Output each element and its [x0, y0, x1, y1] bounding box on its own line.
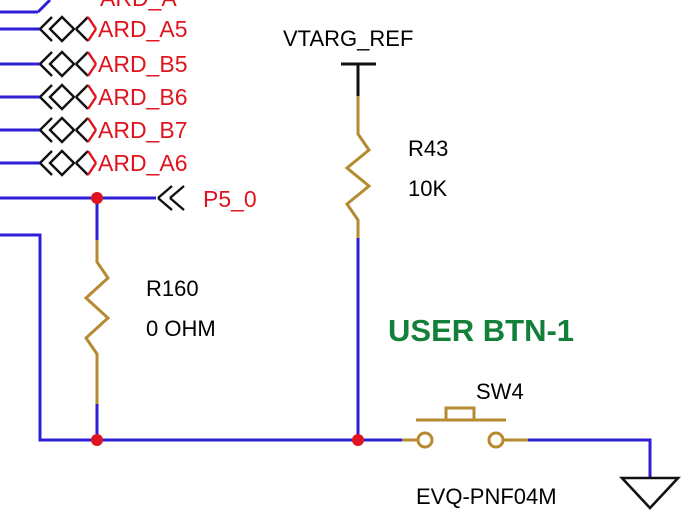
switch-contact-left — [416, 431, 434, 449]
net-label-ard-b5: ARD_B5 — [98, 51, 187, 77]
net-label-cut: ARD_A — [100, 0, 177, 11]
net-port-ard-b7 — [0, 116, 97, 144]
net-label-p5-0: P5_0 — [203, 186, 257, 212]
net-label-ard-a5: ARD_A5 — [98, 16, 187, 42]
junction-dot — [91, 434, 103, 446]
net-label-ard-a6: ARD_A6 — [98, 150, 187, 176]
wire — [36, 0, 52, 14]
net-label-ard-b7: ARD_B7 — [98, 117, 187, 143]
r160-value: 0 OHM — [146, 316, 216, 341]
vtarg-ref-label: VTARG_REF — [283, 26, 413, 51]
junction-dot — [352, 434, 364, 446]
resistor-r43 — [344, 118, 372, 238]
sw4-part-number: EVQ-PNF04M — [416, 484, 557, 509]
net-port-ard-a6 — [0, 149, 97, 177]
junction-dot — [91, 192, 103, 204]
net-port-group — [0, 0, 97, 177]
wire-to-ground — [528, 438, 652, 478]
circuit-title: USER BTN-1 — [388, 313, 574, 348]
net-port-ard-b5 — [0, 50, 97, 78]
switch-contact-right — [487, 431, 505, 449]
port-p5-0 — [157, 185, 185, 211]
sw4-ref: SW4 — [476, 379, 524, 404]
ground-icon — [619, 476, 681, 510]
wire-left-bottom — [0, 233, 418, 442]
resistor-r160 — [83, 240, 111, 376]
r43-ref: R43 — [408, 136, 448, 161]
r160-ref: R160 — [146, 276, 199, 301]
net-port-ard-b6 — [0, 83, 97, 111]
switch-actuator — [416, 406, 506, 422]
r43-value: 10K — [408, 176, 447, 201]
net-label-ard-b6: ARD_B6 — [98, 84, 187, 110]
net-port-ard-a5 — [0, 15, 97, 43]
